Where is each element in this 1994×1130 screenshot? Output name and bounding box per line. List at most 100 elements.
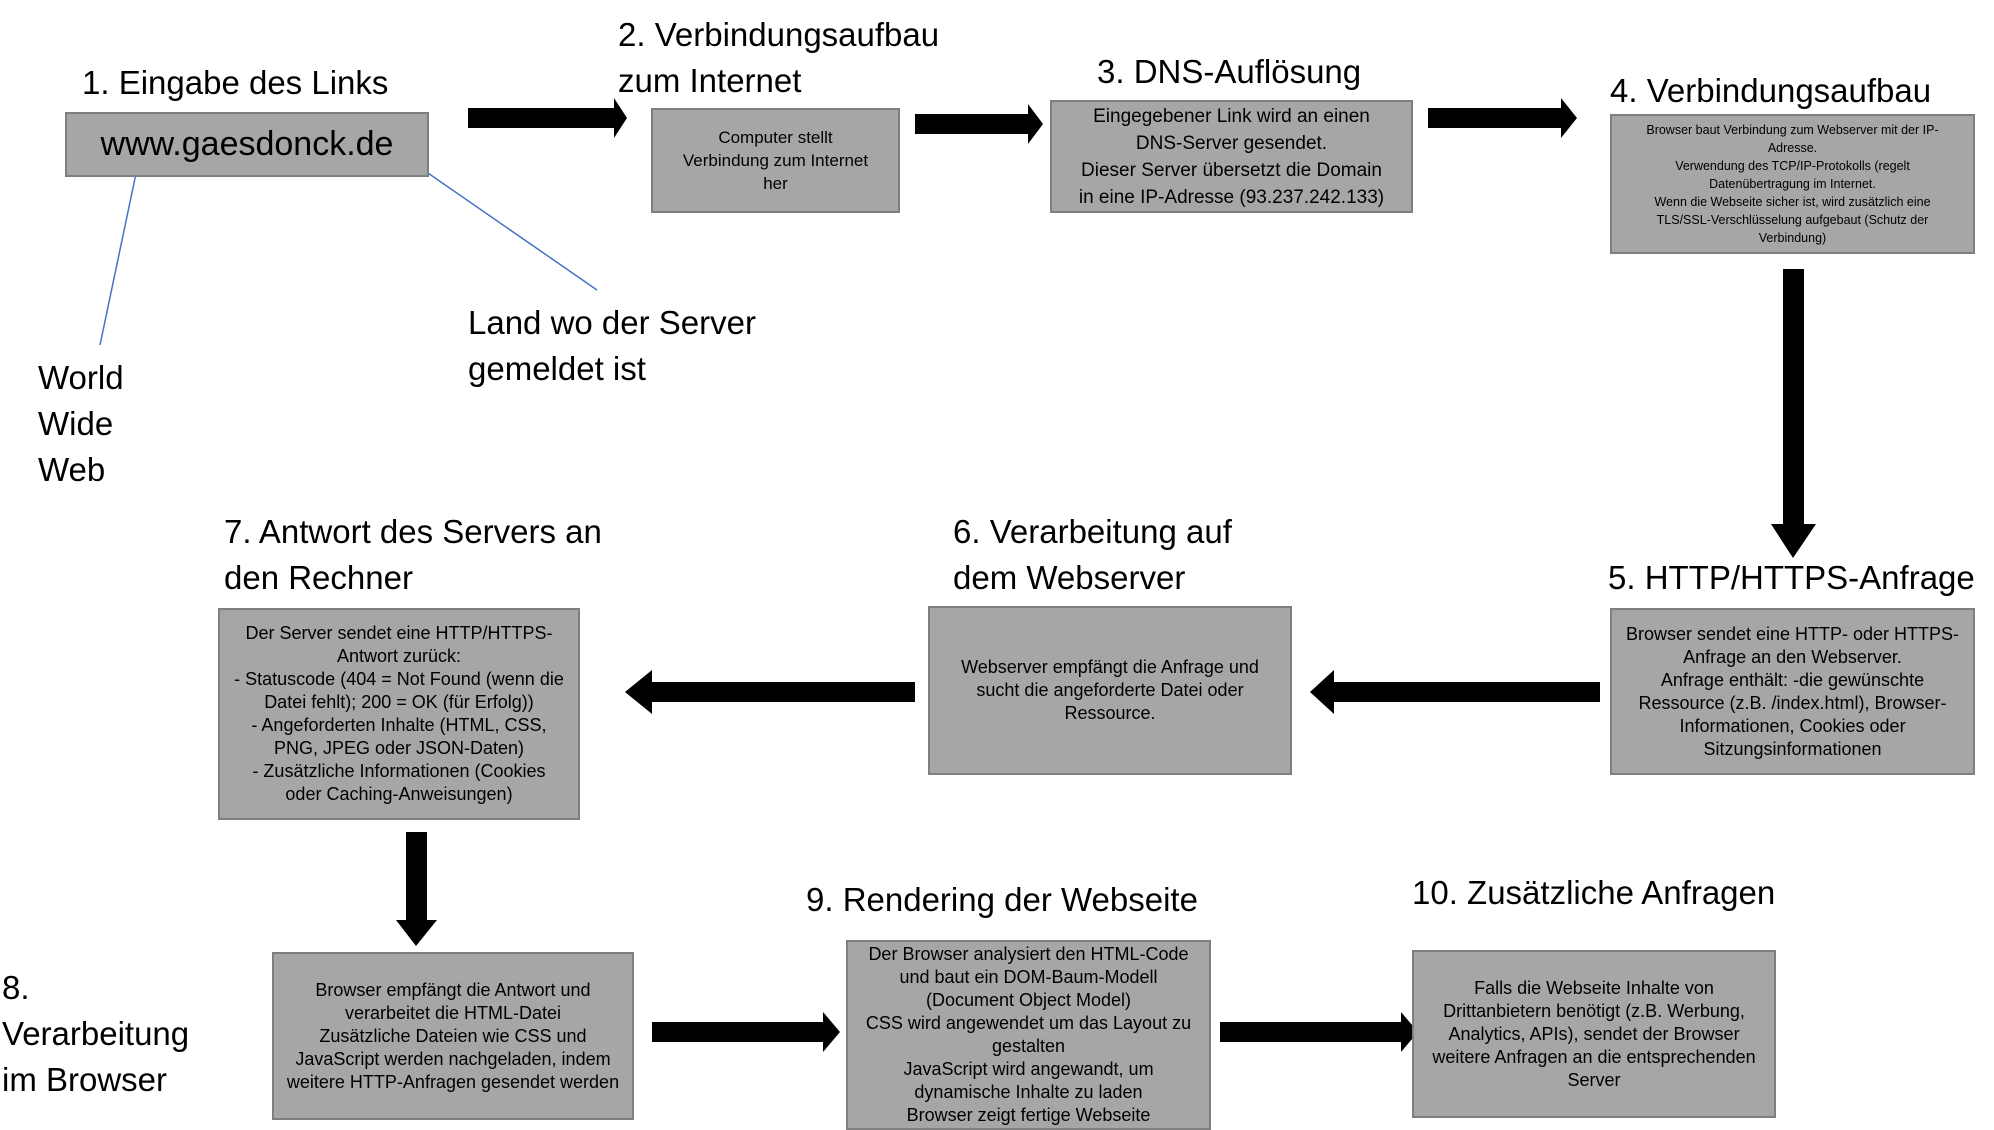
step-2-text-line: her — [763, 174, 788, 193]
step-8-text-line: Browser empfängt die Antwort und — [315, 979, 591, 1000]
step-3-text-line: Dieser Server übersetzt die Domain — [1081, 159, 1382, 181]
annotation-www: World Wide Web — [38, 355, 124, 493]
step-3-title: 3. DNS-Auflösung — [1097, 49, 1361, 95]
step-5-box: Browser sendet eine HTTP- oder HTTPS- An… — [1610, 608, 1975, 775]
step-10-text-line: Drittanbietern benötigt (z.B. Werbung, — [1443, 1000, 1745, 1021]
step-3-title-line: 3. DNS-Auflösung — [1097, 53, 1362, 90]
step-8-box: Browser empfängt die Antwort und verarbe… — [272, 952, 634, 1120]
step-9-title-line: 9. Rendering der Webseite — [806, 881, 1198, 918]
step-4-box: Browser baut Verbindung zum Webserver mi… — [1610, 114, 1975, 254]
step-10-title: 10. Zusätzliche Anfragen — [1412, 870, 1775, 916]
arrow-5-to-6 — [1310, 670, 1600, 714]
step-4-text-line: Wenn die Webseite sicher ist, wird zusät… — [1654, 195, 1931, 209]
step-4-text-line: Verbindung) — [1758, 231, 1827, 245]
annotation-country: Land wo der Server gemeldet ist — [468, 300, 756, 392]
step-4-text-line: TLS/SSL-Verschlüsselung aufgebaut (Schut… — [1656, 213, 1929, 227]
step-7-text-line: Antwort zurück: — [336, 646, 462, 666]
annotation-www-line: Wide — [38, 405, 114, 442]
annotation-www-line: Web — [38, 451, 106, 488]
step-5-text-line: Anfrage an den Webserver. — [1683, 646, 1902, 667]
step-8-text-line: verarbeitet die HTML-Datei — [344, 1002, 562, 1023]
step-2-title: 2. Verbindungsaufbau zum Internet — [618, 12, 939, 104]
step-6-text-line: Ressource. — [1064, 703, 1156, 723]
url-text: www.gaesdonck.de — [100, 125, 394, 163]
step-7-text-line: - Angeforderten Inhalte (HTML, CSS, — [251, 715, 547, 735]
step-1-title-line: 1. Eingabe des Links — [82, 64, 389, 101]
step-9-text-line: JavaScript wird angewandt, um — [903, 1059, 1154, 1079]
step-3-text-line: in eine IP-Adresse (93.237.242.133) — [1078, 186, 1385, 208]
step-2-box: Computer stellt Verbindung zum Internet … — [651, 108, 900, 213]
step-7-text-line: Datei fehlt); 200 = OK (für Erfolg)) — [264, 692, 534, 712]
arrow-8-to-9 — [652, 1012, 840, 1052]
step-4-title: 4. Verbindungsaufbau — [1610, 68, 1931, 114]
step-10-text-line: weitere Anfragen an die entsprechenden — [1432, 1046, 1756, 1067]
pointer-line-www — [99, 161, 143, 346]
arrow-3-to-4 — [1428, 98, 1577, 138]
step-7-text-line: PNG, JPEG oder JSON-Daten) — [273, 738, 525, 758]
step-5-text-line: Anfrage enthält: -die gewünschte — [1660, 669, 1925, 690]
step-6-title-line: 6. Verarbeitung auf — [953, 513, 1232, 550]
step-2-text-line: Verbindung zum Internet — [682, 151, 869, 170]
step-7-text-line: - Zusätzliche Informationen (Cookies — [252, 761, 546, 781]
arrow-7-to-8 — [396, 832, 437, 946]
step-8-text-line: weitere HTTP-Anfragen gesendet werden — [286, 1071, 620, 1092]
step-4-title-line: 4. Verbindungsaufbau — [1610, 72, 1932, 109]
step-3-text-line: DNS-Server gesendet. — [1135, 132, 1328, 154]
step-7-text-line: Der Server sendet eine HTTP/HTTPS- — [245, 623, 553, 643]
step-5-text-line: Browser sendet eine HTTP- oder HTTPS- — [1625, 623, 1960, 644]
step-6-title: 6. Verarbeitung auf dem Webserver — [953, 509, 1232, 601]
step-8-title-line: Verarbeitung — [2, 1015, 190, 1052]
step-5-text-line: Ressource (z.B. /index.html), Browser- — [1638, 692, 1947, 713]
step-7-title-line: den Rechner — [224, 559, 413, 596]
step-4-text-line: Adresse. — [1767, 141, 1818, 155]
step-6-text-line: Webserver empfängt die Anfrage und — [961, 657, 1259, 677]
step-10-text-line: Falls die Webseite Inhalte von — [1474, 977, 1714, 998]
step-10-box: Falls die Webseite Inhalte von Drittanbi… — [1412, 950, 1776, 1118]
step-9-text-line: dynamische Inhalte zu laden — [914, 1082, 1143, 1102]
step-1-title: 1. Eingabe des Links — [82, 60, 388, 106]
step-9-text-line: CSS wird angewendet um das Layout zu — [865, 1013, 1192, 1033]
step-6-title-line: dem Webserver — [953, 559, 1186, 596]
step-7-title-line: 7. Antwort des Servers an — [224, 513, 602, 550]
step-5-text-line: Informationen, Cookies oder — [1679, 715, 1906, 736]
step-4-text-line: Verwendung des TCP/IP-Protokolls (regelt — [1675, 159, 1910, 173]
arrow-6-to-7 — [625, 670, 915, 714]
step-7-text-line: oder Caching-Anweisungen) — [285, 784, 513, 804]
step-8-title: 8. Verarbeitung im Browser — [2, 965, 189, 1103]
step-8-text-line: JavaScript werden nachgeladen, indem — [295, 1048, 611, 1069]
step-2-text-line: Computer stellt — [718, 128, 833, 147]
annotation-country-line: gemeldet ist — [468, 350, 646, 387]
arrow-2-to-3 — [915, 104, 1043, 144]
step-2-title-line: 2. Verbindungsaufbau — [618, 16, 940, 53]
step-9-text-line: (Document Object Model) — [925, 990, 1132, 1010]
arrow-4-to-5 — [1771, 269, 1816, 558]
step-9-box: Der Browser analysiert den HTML-Code und… — [846, 940, 1211, 1130]
step-10-title-line: 10. Zusätzliche Anfragen — [1412, 874, 1776, 911]
step-9-text-line: Der Browser analysiert den HTML-Code — [868, 944, 1189, 964]
step-8-title-line: im Browser — [2, 1061, 168, 1098]
annotation-www-line: World — [38, 359, 124, 396]
step-4-text-line: Browser baut Verbindung zum Webserver mi… — [1646, 123, 1939, 137]
step-9-text-line: Browser zeigt fertige Webseite — [906, 1105, 1151, 1125]
step-7-title: 7. Antwort des Servers an den Rechner — [224, 509, 602, 601]
step-5-title-line: 5. HTTP/HTTPS-Anfrage — [1608, 559, 1975, 596]
annotation-country-line: Land wo der Server — [468, 304, 756, 341]
step-8-title-line: 8. — [2, 969, 30, 1006]
pointer-line-country — [409, 160, 598, 291]
step-10-text-line: Analytics, APIs), sendet der Browser — [1448, 1023, 1740, 1044]
step-7-box: Der Server sendet eine HTTP/HTTPS- Antwo… — [218, 608, 580, 820]
step-9-text-line: gestalten — [991, 1036, 1066, 1056]
step-2-title-line: zum Internet — [618, 62, 802, 99]
step-5-title: 5. HTTP/HTTPS-Anfrage — [1608, 555, 1975, 601]
step-3-box: Eingegebener Link wird an einen DNS-Serv… — [1050, 100, 1413, 213]
step-4-text-line: Datenübertragung im Internet. — [1709, 177, 1876, 191]
step-10-text-line: Server — [1567, 1069, 1621, 1090]
url-box: www.gaesdonck.de — [65, 112, 429, 177]
arrow-1-to-2 — [468, 98, 627, 138]
step-3-text-line: Eingegebener Link wird an einen — [1093, 105, 1370, 127]
step-7-text-line: - Statuscode (404 = Not Found (wenn die — [234, 669, 564, 689]
step-9-title: 9. Rendering der Webseite — [806, 877, 1198, 923]
step-6-box: Webserver empfängt die Anfrage und sucht… — [928, 606, 1292, 775]
step-9-text-line: und baut ein DOM-Baum-Modell — [899, 967, 1158, 987]
